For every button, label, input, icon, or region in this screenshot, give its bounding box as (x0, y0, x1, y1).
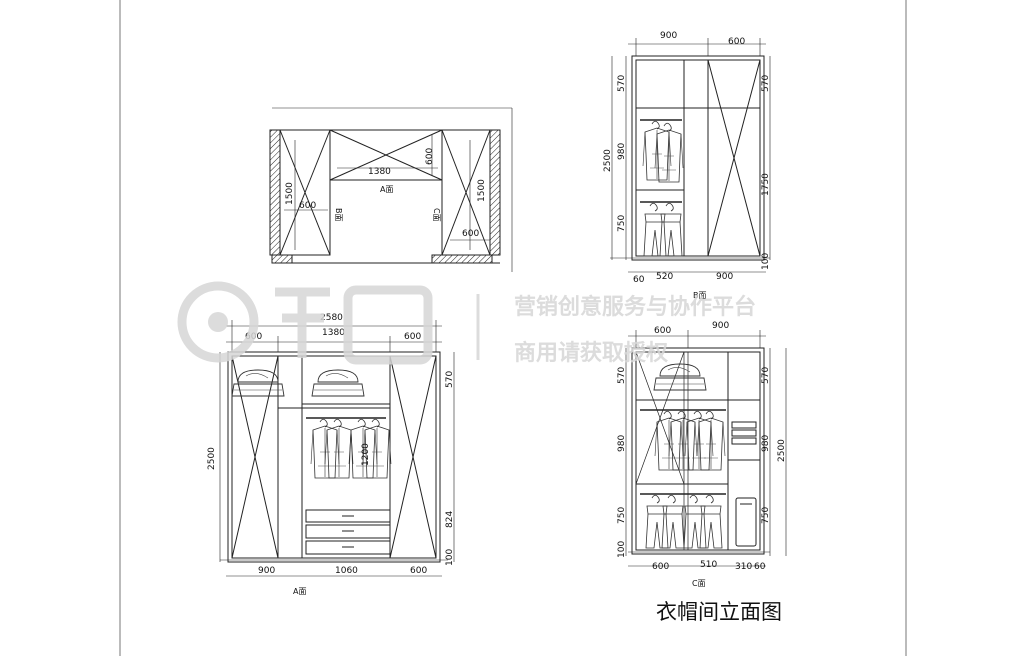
c-dim-bottom-1: 510 (700, 560, 717, 570)
c-dim-right-1: 980 (761, 435, 771, 452)
b-dim-left-1: 980 (617, 143, 627, 160)
sheet-border (119, 0, 907, 656)
b-dim-left-2: 750 (617, 215, 627, 232)
b-dim-right-2: 100 (761, 253, 771, 270)
c-dim-left-0: 570 (617, 367, 627, 384)
a-dim-bottom-1: 1060 (335, 566, 358, 576)
elevation-c: 600 900 570 980 750 100 570 980 750 2500… (617, 321, 787, 588)
a-dim-right-3: 100 (445, 549, 455, 566)
c-dim-left-2: 750 (617, 507, 627, 524)
plan-dim-left-depth: 600 (299, 201, 316, 211)
elevation-b: 900 600 570 980 750 2500 570 1750 100 60… (603, 31, 771, 300)
c-label: C面 (692, 579, 706, 588)
b-dim-top-0: 900 (660, 31, 677, 41)
b-dim-right-0: 570 (761, 75, 771, 92)
c-dim-right-0: 570 (761, 367, 771, 384)
plan-label-a: A面 (380, 185, 393, 194)
c-dim-left-3: 100 (617, 541, 627, 558)
watermark: 营销创意服务与协作平台 商用请获取授权 (177, 281, 756, 366)
watermark-line2: 商用请获取授权 (514, 340, 669, 366)
c-dim-bottom-3: 60 (754, 562, 766, 572)
plan-label-c: C面 (432, 208, 441, 222)
c-dim-left-1: 980 (617, 435, 627, 452)
floor-plan: 1380 600 A面 1500 600 B面 C面 1500 600 (269, 107, 513, 272)
watermark-logo-icon (177, 281, 480, 365)
a-dim-top-1: 1380 (322, 328, 345, 338)
plan-label-b: B面 (334, 208, 343, 222)
plan-dim-top-width: 1380 (368, 167, 391, 177)
c-dim-top-0: 600 (654, 326, 671, 336)
drawing-title: 衣帽间立面图 (656, 600, 782, 624)
plan-dim-right-depth: 600 (462, 229, 479, 239)
c-dim-right-2: 750 (761, 507, 771, 524)
c-dim-top-1: 900 (712, 321, 729, 331)
a-dim-bottom-0: 900 (258, 566, 275, 576)
c-dim-bottom-0: 600 (652, 562, 669, 572)
a-dim-right-1: 1200 (361, 443, 371, 466)
c-dim-total: 2500 (777, 439, 787, 462)
a-dim-top-2: 600 (404, 332, 421, 342)
plan-dim-right-len: 1500 (477, 179, 487, 202)
plan-dim-top-depth: 600 (425, 148, 435, 165)
a-dim-total: 2500 (207, 447, 217, 470)
b-dim-left-0: 570 (617, 75, 627, 92)
b-dim-right-1: 1750 (761, 173, 771, 196)
a-dim-right-2: 824 (445, 511, 455, 528)
b-dim-top-1: 600 (728, 37, 745, 47)
b-label: B面 (693, 291, 707, 300)
a-dim-bottom-2: 600 (410, 566, 427, 576)
elevation-a: 2580 600 1380 600 2500 570 1200 824 100 … (207, 313, 455, 596)
plan-dim-left-len: 1500 (285, 182, 295, 205)
a-label: A面 (293, 587, 306, 596)
watermark-line1: 营销创意服务与协作平台 (514, 294, 756, 320)
a-dim-right-0: 570 (445, 371, 455, 388)
b-dim-bottom-2: 900 (716, 272, 733, 282)
b-dim-bottom-1: 520 (656, 272, 673, 282)
c-dim-bottom-2: 310 (735, 562, 752, 572)
a-dim-overall: 2580 (320, 313, 343, 323)
b-dim-total: 2500 (603, 149, 613, 172)
b-dim-bottom-0: 60 (633, 275, 645, 285)
